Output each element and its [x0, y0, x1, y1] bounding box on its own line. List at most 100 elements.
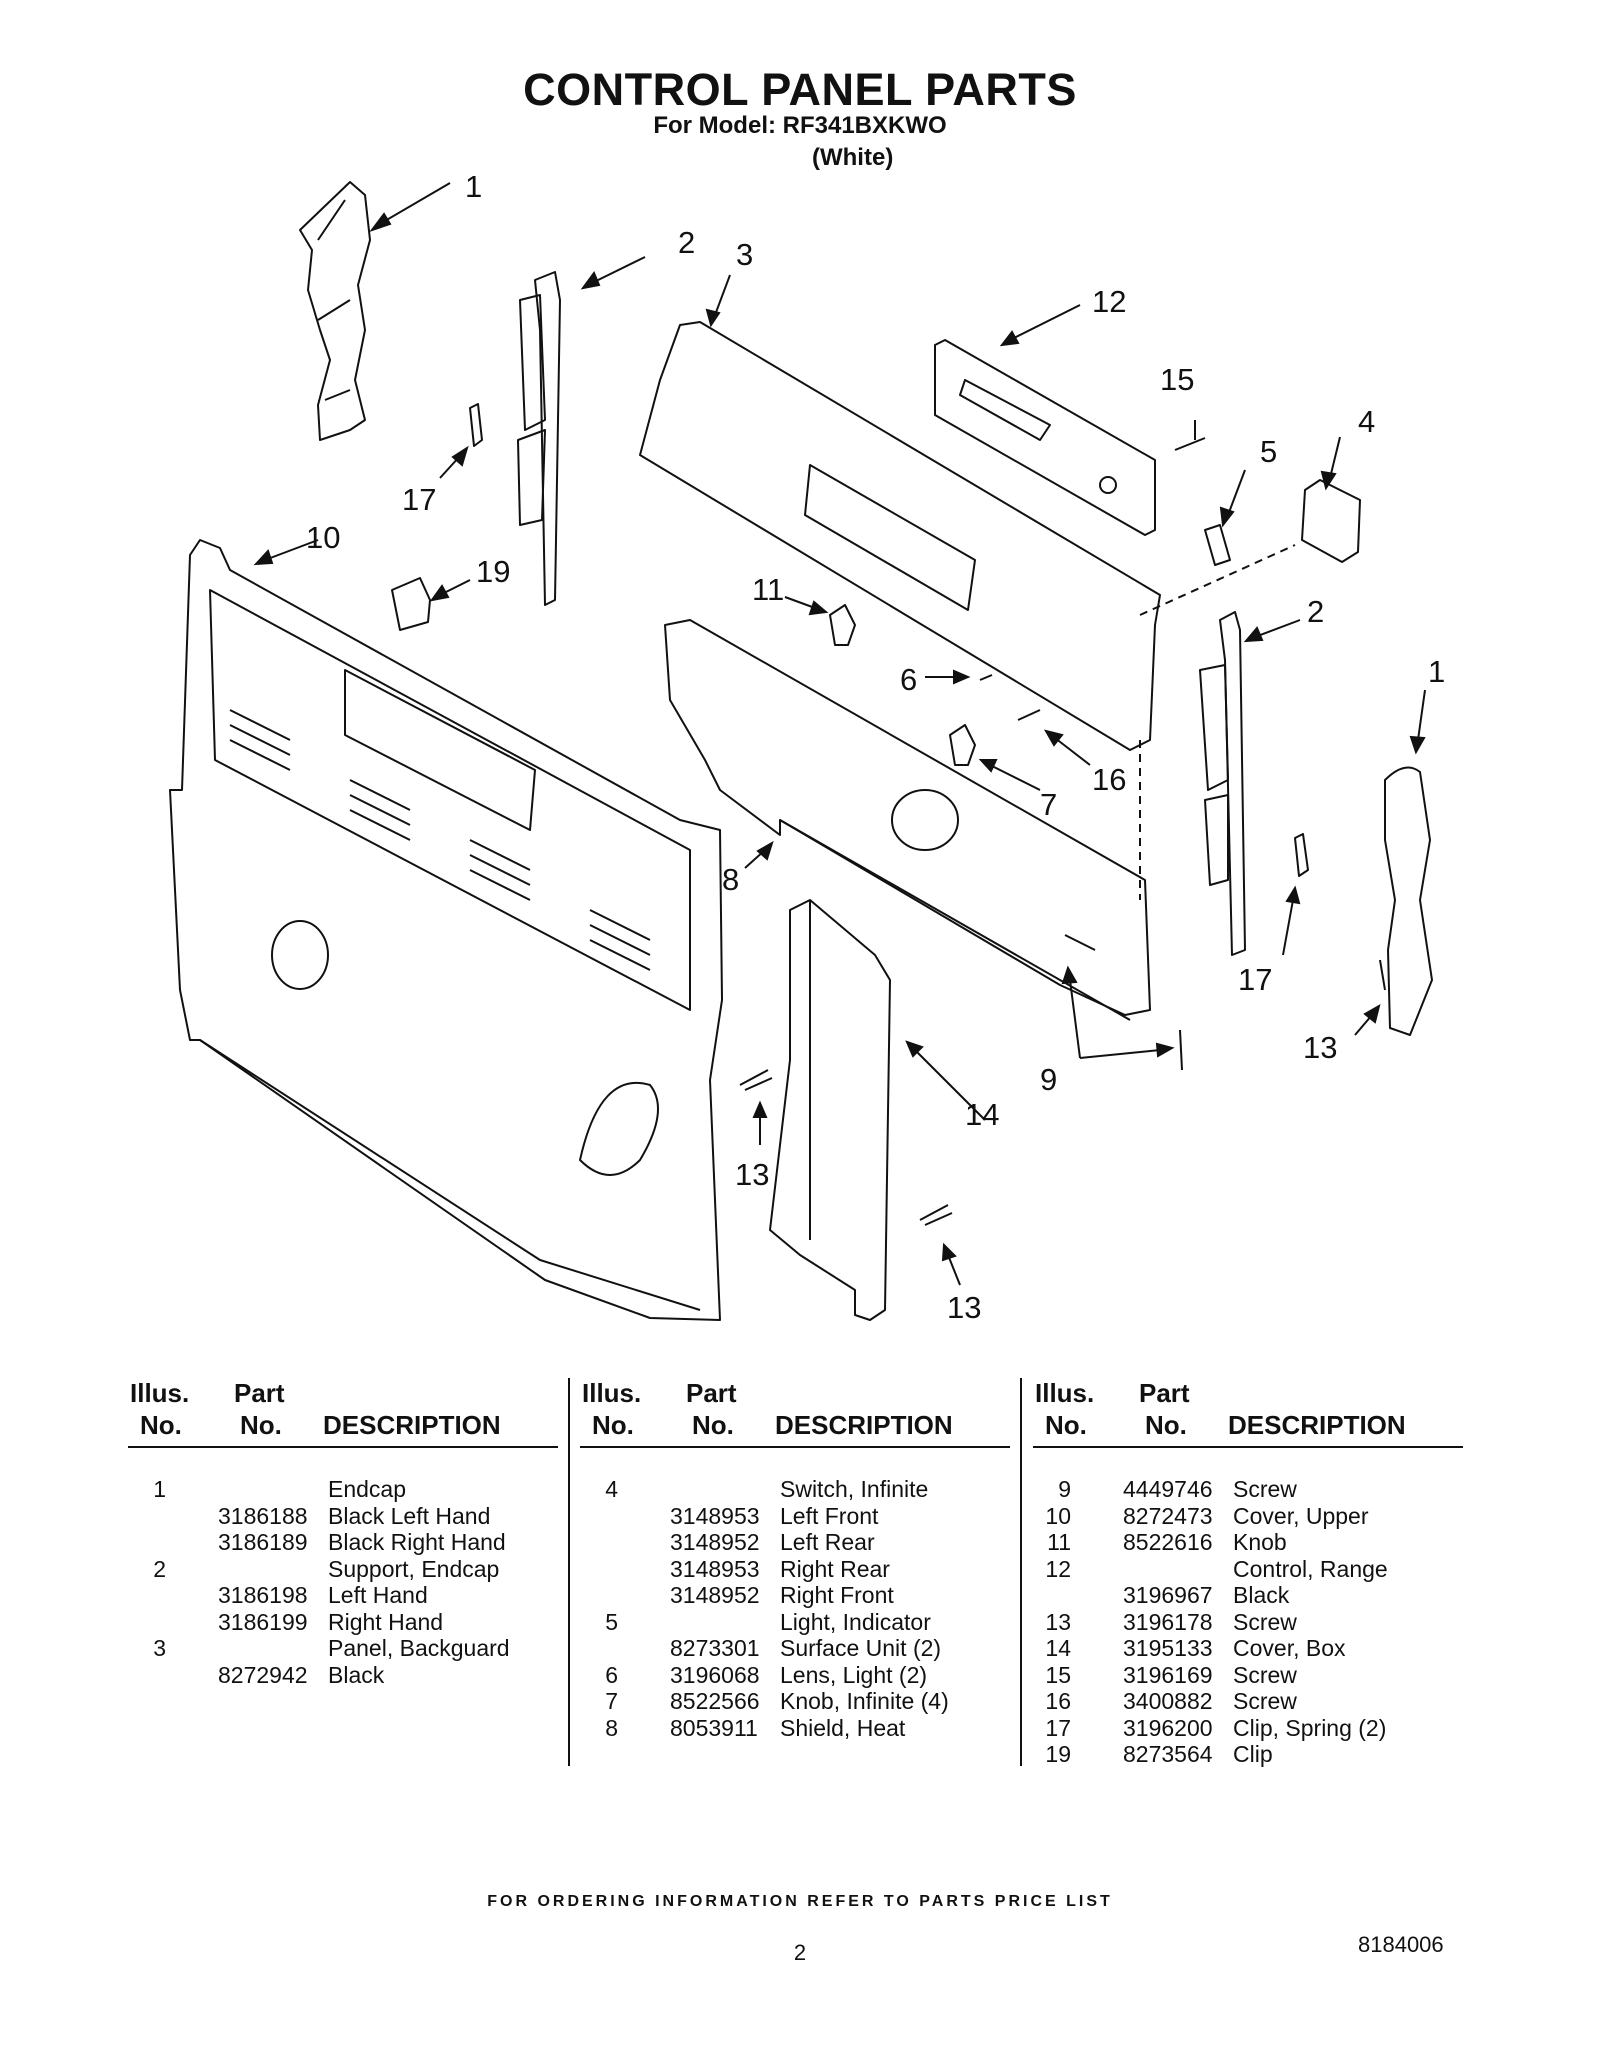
page-title: CONTROL PANEL PARTS [523, 64, 1077, 115]
illus-number: 7 [605, 1688, 618, 1714]
spring-clip-left [469, 403, 483, 447]
part-description: Left Front [780, 1502, 879, 1529]
table-row: 2 Support, Endcap [128, 1556, 558, 1583]
clip-19-part [391, 577, 431, 631]
header-part-no: No. [1145, 1410, 1187, 1440]
header-part: Part [1139, 1378, 1190, 1408]
part-description: Right Front [780, 1582, 894, 1608]
illus-number: 9 [1058, 1476, 1071, 1502]
callout-13-right: 13 [1303, 1030, 1337, 1065]
part-description: Switch, Infinite [780, 1476, 929, 1502]
header-part: Part [686, 1378, 737, 1408]
illus-number: 10 [1045, 1502, 1071, 1529]
part-description: Black [1233, 1582, 1290, 1608]
part-description: Surface Unit (2) [780, 1635, 942, 1661]
header-part: Part [234, 1378, 285, 1408]
callout-2-left: 2 [678, 225, 695, 260]
callout-17-right: 17 [1238, 962, 1272, 997]
part-description: Clip, Spring (2) [1233, 1714, 1387, 1741]
knob-11-part [829, 604, 856, 646]
header-description: DESCRIPTION [1228, 1410, 1406, 1440]
part-number: 3148952 [670, 1582, 760, 1608]
part-number: 3148953 [670, 1555, 760, 1582]
illus-number: 14 [1045, 1635, 1071, 1661]
part-number: 3186199 [218, 1608, 308, 1635]
illus-number: 12 [1045, 1555, 1071, 1582]
screw-13a [739, 1069, 773, 1091]
part-description: Endcap [328, 1476, 407, 1502]
part-number: 3148953 [670, 1502, 760, 1529]
part-description: Right Rear [780, 1555, 890, 1582]
illus-number: 3 [153, 1635, 166, 1661]
part-description: Light, Indicator [780, 1608, 931, 1635]
lens-6 [979, 674, 993, 681]
header-rule [580, 1446, 1010, 1448]
header-part-no: No. [692, 1410, 734, 1440]
screw-15 [1174, 437, 1206, 451]
part-number: 8522566 [670, 1688, 760, 1714]
header-illus: Illus. [1035, 1378, 1095, 1408]
header-illus-no: No. [592, 1410, 634, 1440]
column-divider [1020, 1378, 1022, 1766]
part-description: Screw [1233, 1688, 1297, 1714]
part-description: Control, Range [1233, 1555, 1388, 1582]
header-part-no: No. [240, 1410, 282, 1440]
part-description: Clip [1233, 1741, 1273, 1767]
callout-5: 5 [1260, 434, 1277, 469]
part-number: 3148952 [670, 1529, 760, 1555]
table-row: 12 Control, Range [1033, 1556, 1463, 1583]
part-description: Cover, Upper [1233, 1502, 1369, 1529]
table-row: 3196967 Black [1033, 1582, 1463, 1609]
table-row: 3186199 Right Hand [128, 1609, 558, 1636]
callout-11: 11 [752, 572, 784, 607]
callout-10: 10 [306, 520, 340, 555]
range-control-part [934, 339, 1156, 536]
part-description: Black Right Hand [328, 1529, 506, 1555]
header-illus-no: No. [1045, 1410, 1087, 1440]
illus-number: 8 [605, 1714, 618, 1741]
screw-13b [919, 1204, 953, 1226]
part-number: 4449746 [1123, 1476, 1213, 1502]
part-number: 3186189 [218, 1529, 308, 1555]
upper-cover-part [169, 539, 723, 1321]
callout-1-right: 1 [1428, 654, 1445, 689]
illus-number: 2 [153, 1555, 166, 1582]
callout-7: 7 [1040, 787, 1057, 822]
header-description: DESCRIPTION [323, 1410, 501, 1440]
part-number: 3186188 [218, 1502, 308, 1529]
endcap-right-part [1384, 766, 1433, 1036]
callout-12: 12 [1092, 284, 1126, 319]
part-description: Knob [1233, 1529, 1287, 1555]
part-description: Screw [1233, 1476, 1297, 1502]
part-description: Right Hand [328, 1608, 444, 1635]
callout-19: 19 [476, 554, 510, 589]
illus-number: 19 [1045, 1741, 1071, 1767]
exploded-parts-diagram: 1 2 3 12 15 4 5 17 10 19 11 2 6 1 16 7 8… [169, 169, 1445, 1325]
part-number: 8272942 [218, 1661, 308, 1688]
part-description: Screw [1233, 1661, 1297, 1688]
backguard-panel-part [639, 321, 1161, 751]
support-left-part [534, 271, 561, 606]
callout-15: 15 [1160, 362, 1194, 397]
part-description: Cover, Box [1233, 1635, 1346, 1661]
table-row: 3148952 Right Front [580, 1582, 1010, 1609]
table-row: 3148953 Left Front [580, 1503, 1010, 1530]
illus-number: 16 [1045, 1688, 1071, 1714]
callout-1-left: 1 [465, 169, 482, 204]
part-description: Support, Endcap [328, 1555, 500, 1582]
page-number: 2 [793, 1940, 807, 1965]
part-number: 3196967 [1123, 1582, 1213, 1608]
callout-14: 14 [965, 1097, 999, 1132]
